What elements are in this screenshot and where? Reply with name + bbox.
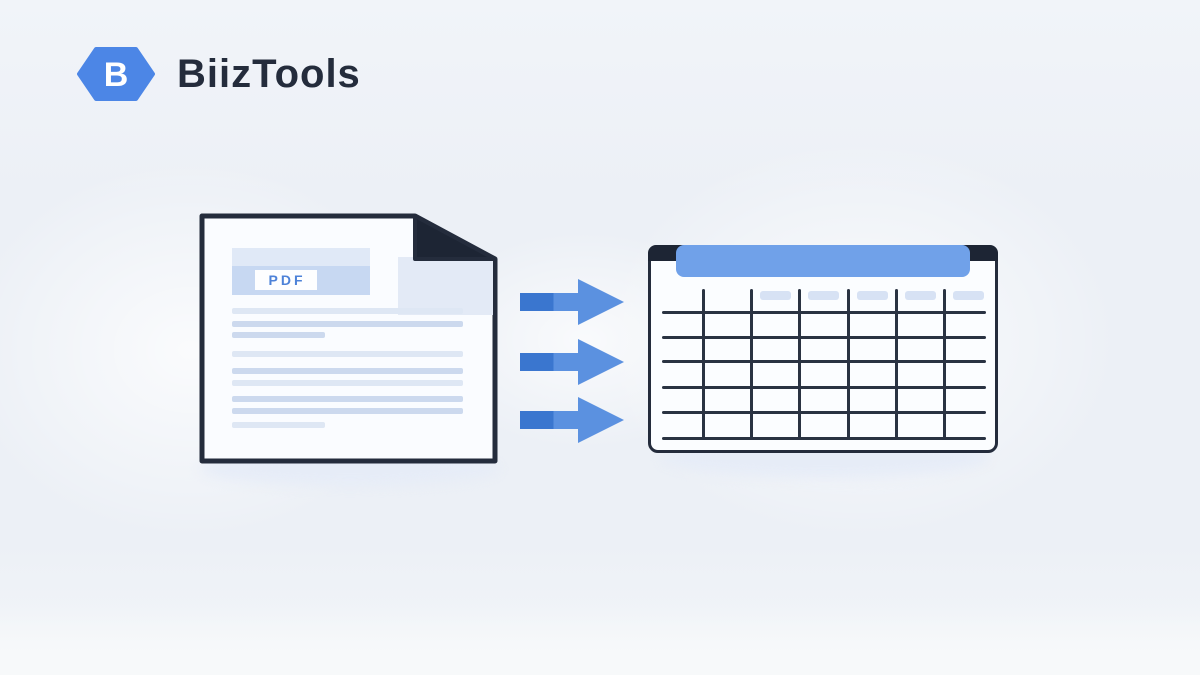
arrow-tail [520,293,579,311]
folded-corner [413,214,497,261]
spreadsheet-illustration [648,245,998,453]
column-hint [953,291,984,300]
column-hint [905,291,936,300]
spreadsheet-header-bar [676,245,970,277]
hexagon-logo-icon: B [77,47,155,101]
background-bottom-band [0,605,1200,675]
svg-text:B: B [104,56,129,94]
grid-line-vertical [943,289,946,440]
grid-line-horizontal [662,411,986,414]
grid-line-horizontal [662,360,986,363]
arrow-right-icon [520,279,624,325]
arrow-head [578,279,624,325]
grid-line-vertical [895,289,898,440]
column-hint [857,291,888,300]
document-text-line [232,308,463,314]
document-text-line [232,351,463,357]
fold-shadow [398,257,493,315]
column-hint [760,291,791,300]
grid-line-vertical [750,289,753,440]
arrow-head [578,397,624,443]
grid-line-vertical [847,289,850,440]
document-text-line [232,368,463,374]
arrow-tail [520,411,579,429]
pdf-document-illustration: PDF [198,212,499,465]
document-text-line [232,396,463,402]
grid-line-vertical [702,289,705,440]
grid-line-horizontal [662,386,986,389]
grid-line-vertical [798,289,801,440]
pdf-badge-label: PDF [268,272,306,288]
grid-line-horizontal [662,336,986,339]
arrow-right-icon [520,397,624,443]
pdf-badge: PDF [232,248,370,295]
brand-logo: B BiizTools [77,47,361,101]
arrow-right-icon [520,339,624,385]
document-text-line [232,408,463,414]
document-text-line [232,321,463,327]
grid-line-horizontal [662,437,986,440]
column-hint [808,291,839,300]
arrow-tail [520,353,579,371]
document-text-line [232,422,325,428]
document-text-line [232,380,463,386]
grid-line-horizontal [662,311,986,314]
arrow-head [578,339,624,385]
document-text-line [232,332,325,338]
brand-wordmark: BiizTools [177,52,361,96]
pdf-badge-label-box: PDF [255,270,317,290]
